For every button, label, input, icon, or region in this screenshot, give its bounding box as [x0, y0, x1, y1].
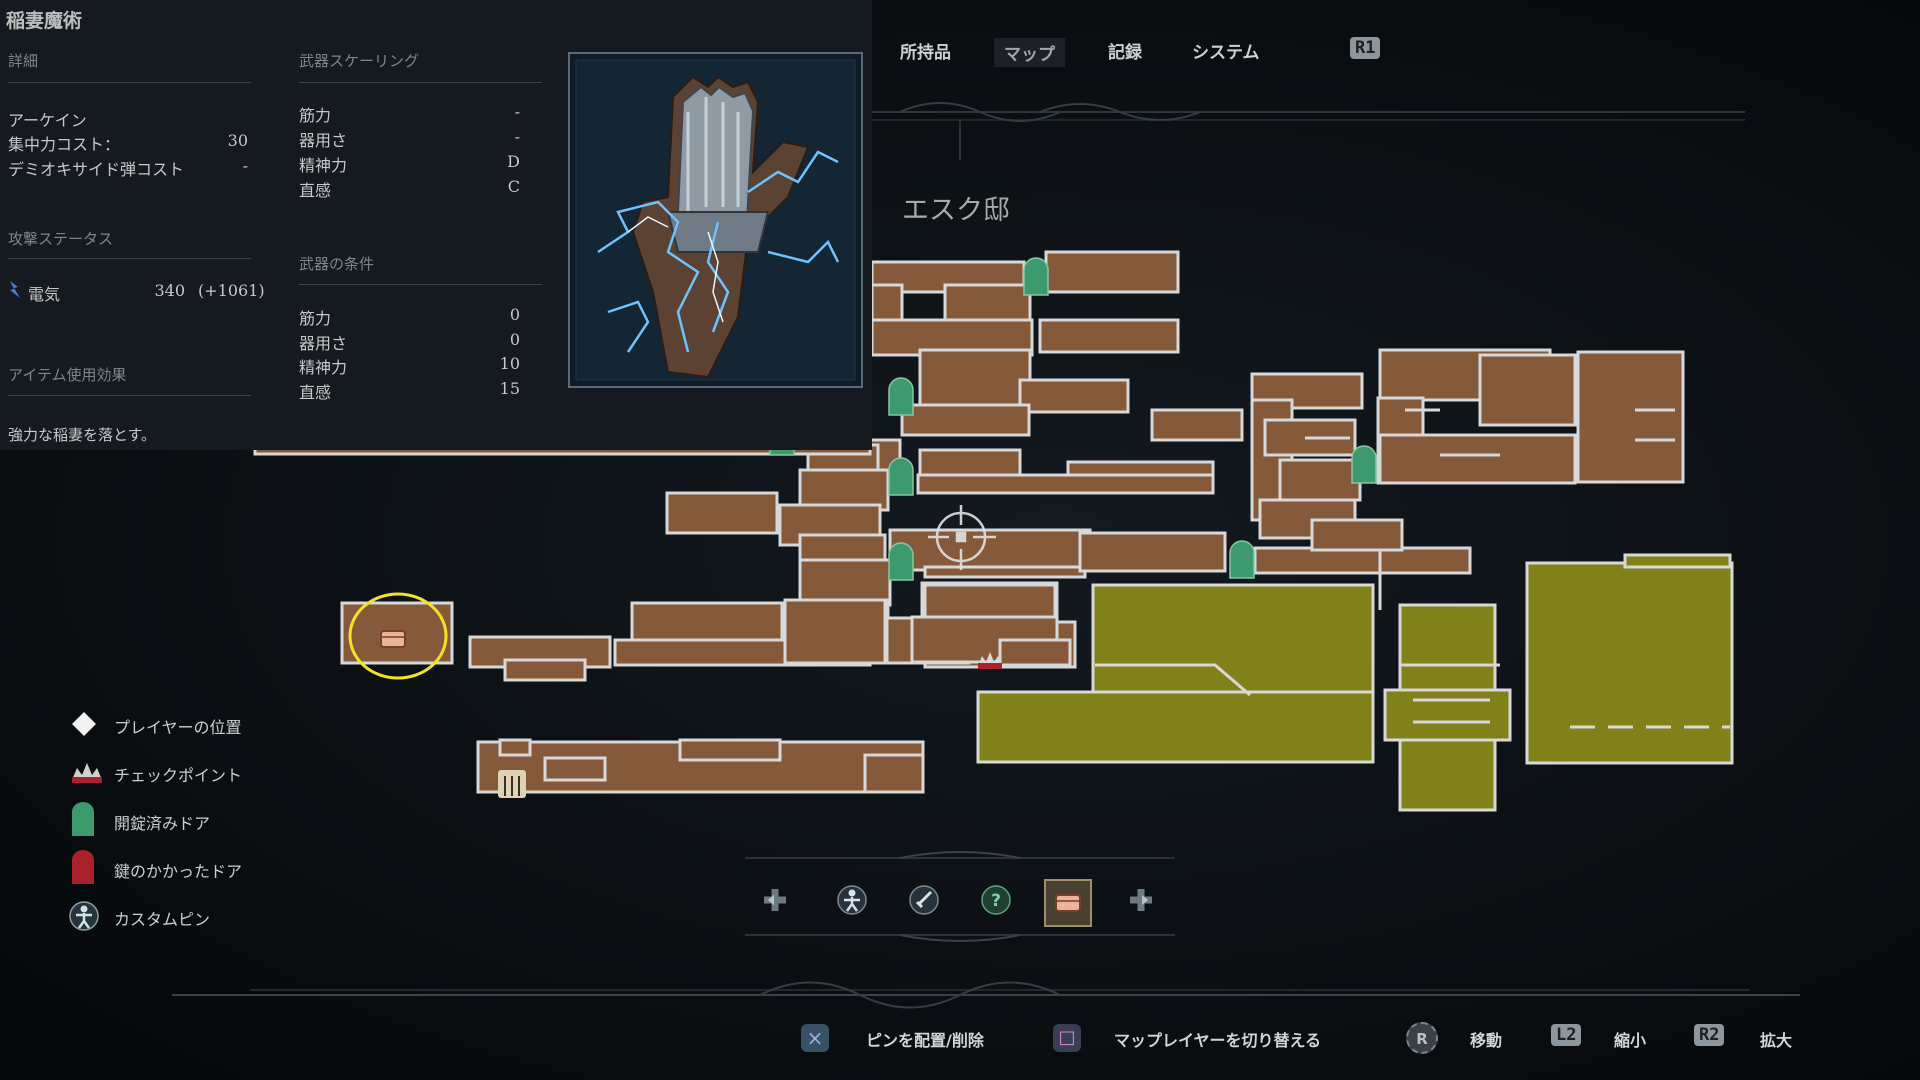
area-name: エスク邸 — [902, 195, 1010, 226]
map-frame-ornament — [172, 102, 1800, 1009]
scaling-label: 直感 — [299, 181, 332, 200]
requirement-label: 精神力 — [299, 358, 348, 377]
requirement-value: 15 — [499, 379, 520, 398]
scaling-value: - — [514, 102, 520, 121]
zoom-in-hint: 拡大 — [1760, 1031, 1793, 1050]
tab-system[interactable]: システム — [1192, 43, 1260, 63]
l2-button-badge: L2 — [1551, 1024, 1582, 1046]
place-pin-hint: ピンを配置/削除 — [866, 1031, 984, 1050]
requirement-label: 器用さ — [299, 334, 348, 353]
detail-value: - — [242, 156, 248, 175]
scaling-value: D — [507, 152, 520, 171]
highlighted-area — [976, 553, 1734, 812]
scaling-header: 武器スケーリング — [299, 52, 420, 70]
unlocked-door-icon — [888, 542, 914, 581]
chest-pin-icon[interactable] — [1044, 879, 1092, 927]
room-dividers — [1095, 408, 1730, 729]
scaling-value: - — [514, 127, 520, 146]
requirement-value: 0 — [509, 330, 520, 349]
question-pin-icon[interactable]: ? — [977, 881, 1015, 919]
attack-bonus: (+1061) — [198, 281, 265, 300]
custom-pin-icon — [69, 901, 99, 931]
gate-marker-icon — [498, 770, 526, 798]
scaling-value: C — [507, 177, 520, 196]
unlocked-door-icon — [888, 377, 914, 416]
detail-label: デミオキサイド弾コスト — [8, 160, 185, 179]
unlocked-door-icon — [1023, 257, 1049, 296]
legend-unlocked-door: 開錠済みドア — [114, 814, 211, 833]
legend-player-position: プレイヤーの位置 — [114, 718, 242, 737]
r2-button-badge: R2 — [1694, 1024, 1725, 1046]
divider — [299, 82, 542, 83]
prev-icon[interactable] — [756, 881, 794, 919]
checkpoint-icon — [72, 763, 102, 783]
requirement-value: 10 — [499, 354, 520, 373]
zoom-out-hint: 縮小 — [1614, 1031, 1647, 1050]
scaling-label: 精神力 — [299, 156, 348, 175]
chest-room — [340, 601, 454, 665]
tab-records[interactable]: 記録 — [1108, 43, 1142, 63]
tab-inventory[interactable]: 所持品 — [900, 43, 951, 63]
detail-value: 30 — [227, 131, 248, 150]
item-detail-panel: 稲妻魔術 詳細 アーケイン 集中力コスト： 30 デミオキサイド弾コスト - 攻… — [0, 0, 872, 450]
legend-checkpoint: チェックポイント — [114, 766, 243, 785]
switch-layer-hint: マップレイヤーを切り替える — [1114, 1031, 1322, 1050]
attack-label: 電気 — [28, 285, 61, 304]
chest-icon — [380, 630, 406, 648]
electric-icon — [10, 281, 20, 298]
requirement-label: 筋力 — [299, 309, 332, 328]
divider — [299, 284, 542, 285]
unlocked-door-icon — [1229, 540, 1255, 579]
details-header: 詳細 — [8, 52, 39, 70]
locked-door-icon — [72, 850, 94, 884]
unlocked-door-icon — [888, 457, 914, 496]
square-button-icon: □ — [1053, 1024, 1081, 1052]
divider — [8, 395, 251, 396]
unlocked-door-icon — [1351, 445, 1377, 484]
highlight-ring — [348, 592, 448, 680]
detail-label: 集中力コスト： — [8, 135, 121, 154]
scaling-label: 筋力 — [299, 106, 332, 125]
legend-custom-pin: カスタムピン — [114, 910, 211, 929]
effect-text: 強力な稲妻を落とす。 — [8, 426, 157, 444]
legend-icons — [69, 712, 102, 931]
divider — [8, 82, 251, 83]
detail-label: アーケイン — [8, 111, 87, 130]
svg-text:?: ? — [991, 891, 1001, 911]
unlocked-door-icon — [72, 802, 94, 836]
r1-button-badge: R1 — [1350, 37, 1381, 59]
tab-map[interactable]: マップ — [994, 38, 1065, 67]
attack-value: 340 — [154, 281, 185, 300]
requirement-value: 0 — [509, 305, 520, 324]
effect-header: アイテム使用効果 — [8, 366, 127, 384]
move-hint: 移動 — [1470, 1031, 1503, 1050]
cross-button-icon: × — [801, 1024, 829, 1052]
legend-locked-door: 鍵のかかったドア — [114, 862, 243, 881]
next-icon[interactable] — [1122, 881, 1160, 919]
scaling-label: 器用さ — [299, 131, 348, 150]
requirements-header: 武器の条件 — [299, 255, 375, 273]
player-position-icon — [72, 712, 96, 736]
attack-header: 攻撃ステータス — [8, 230, 114, 248]
requirement-label: 直感 — [299, 383, 332, 402]
unlocked-doors — [769, 257, 1377, 581]
right-stick-icon: R — [1406, 1022, 1438, 1054]
checkpoint-icon — [978, 652, 1002, 669]
lightning-gauntlet-icon — [568, 52, 863, 388]
item-name: 稲妻魔術 — [6, 10, 83, 32]
map-cursor-icon[interactable] — [928, 505, 996, 570]
sword-pin-icon[interactable] — [905, 881, 943, 919]
figure-pin-icon[interactable] — [833, 881, 871, 919]
divider — [8, 258, 251, 259]
